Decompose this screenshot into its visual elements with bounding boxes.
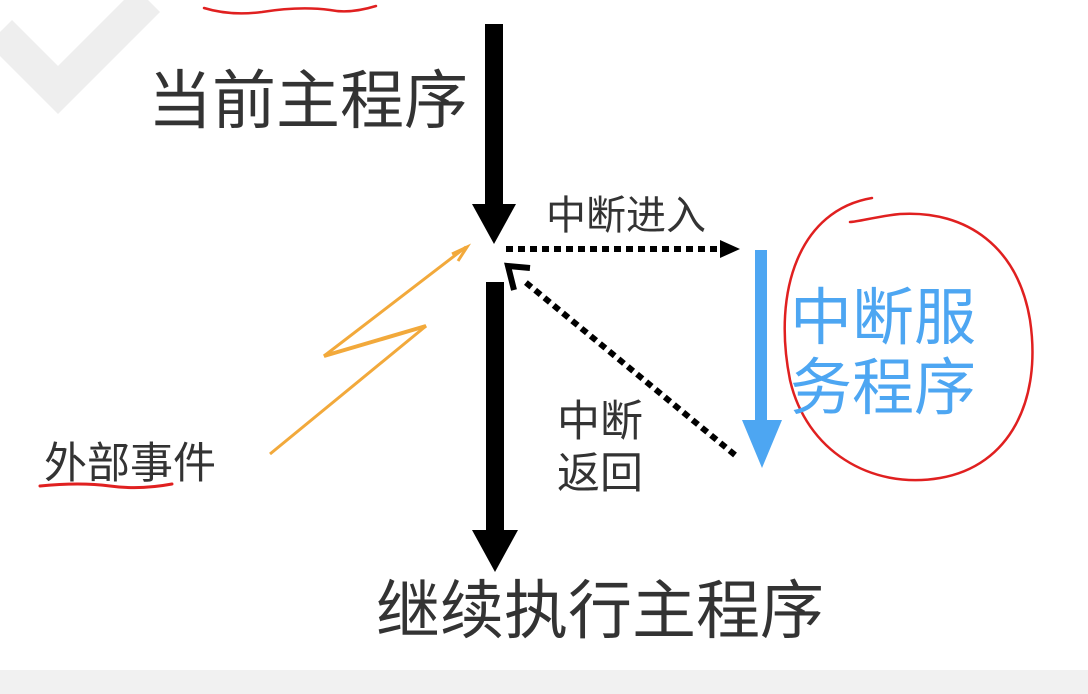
isr-flow-arrow xyxy=(742,250,782,468)
external-event-label: 外部事件 xyxy=(44,439,216,489)
main-flow-arrow-bottom xyxy=(472,282,518,572)
interrupt-enter-label: 中断进入 xyxy=(546,193,706,239)
lightning-bolt-icon xyxy=(269,243,472,456)
interrupt-return-arrow xyxy=(504,262,737,458)
chevron-watermark-icon xyxy=(0,0,161,115)
continue-main-label: 继续执行主程序 xyxy=(376,575,824,649)
red-circle-annotation xyxy=(783,196,1034,482)
main-flow-arrow-top xyxy=(472,24,516,244)
interrupt-enter-arrow xyxy=(506,240,740,258)
isr-label: 中断服务程序 xyxy=(790,281,977,424)
red-underline-annotation xyxy=(38,482,174,490)
bottom-band xyxy=(0,670,1088,694)
main-program-label: 当前主程序 xyxy=(148,65,468,139)
interrupt-return-label: 中断返回 xyxy=(557,397,643,499)
red-scribble-annotation xyxy=(202,4,378,15)
